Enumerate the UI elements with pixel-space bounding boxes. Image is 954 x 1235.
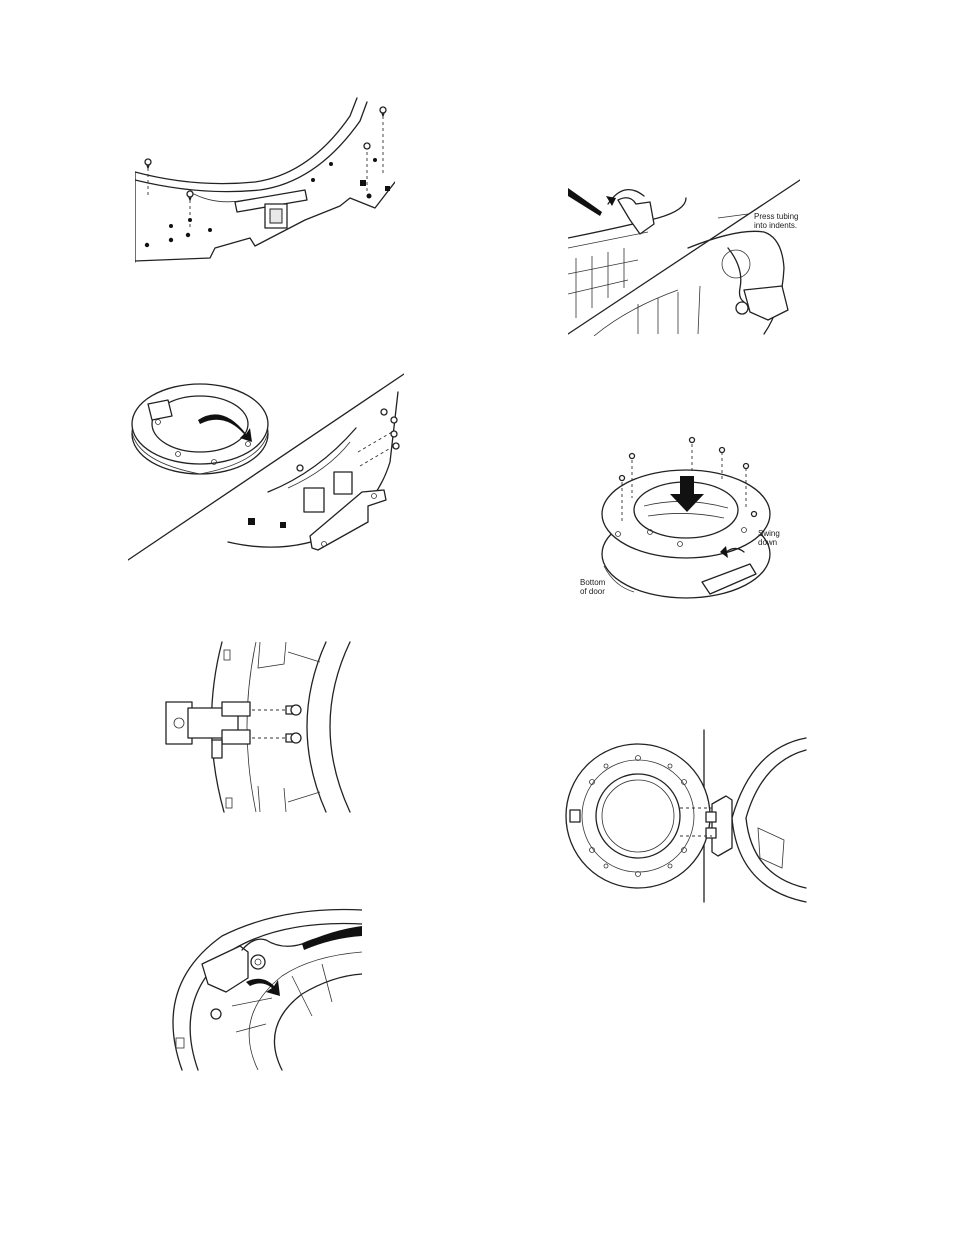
hinge-tubing-illustration	[162, 906, 362, 1072]
press-tubing-label: Press tubing into indents.	[754, 212, 799, 230]
swing-down-label: Swing down	[758, 529, 780, 547]
door-removal-illustration	[128, 372, 404, 562]
tubing-indents-illustration	[568, 178, 800, 336]
hinge-screws-illustration	[160, 638, 356, 814]
door-frame-screws-illustration	[135, 96, 395, 268]
door-reinstalled-illustration	[562, 728, 808, 904]
door-reassembly-illustration	[594, 436, 780, 604]
bottom-of-door-label: Bottom of door	[580, 578, 606, 596]
